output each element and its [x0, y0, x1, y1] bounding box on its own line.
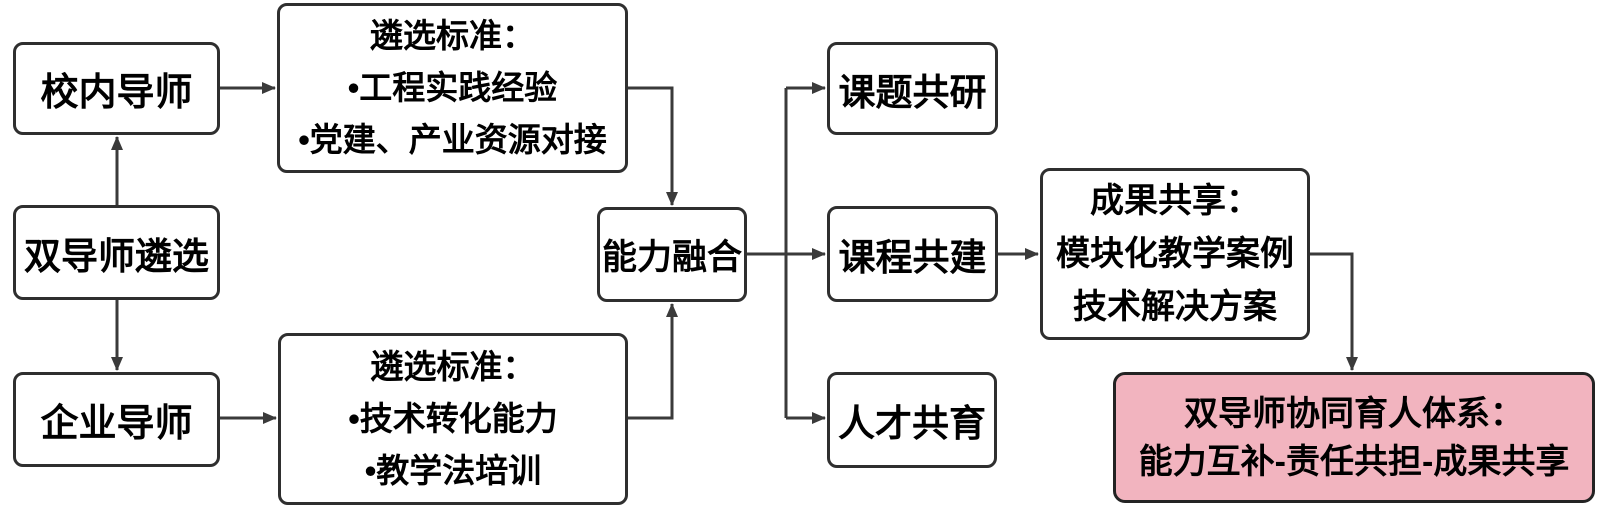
node-joint-talent-label: 人才共育	[838, 403, 986, 444]
connector-outcome-to-system	[1310, 252, 1358, 371]
node-capability-fusion: 能力融合	[597, 207, 747, 302]
connector-criteria-top-to-fusion	[628, 86, 678, 206]
connector-criteria-bottom-to-fusion	[628, 303, 678, 420]
outcome-sharing-item: 技术解决方案	[1073, 287, 1277, 326]
node-joint-talent: 人才共育	[827, 372, 997, 468]
outcome-sharing-title: 成果共享：	[1090, 181, 1260, 220]
system-outcome-line: 能力互补-责任共担-成果共享	[1138, 442, 1570, 481]
node-criteria-enterprise: 遴选标准： •技术转化能力 •教学法培训	[278, 333, 628, 505]
node-criteria-campus: 遴选标准： •工程实践经验 •党建、产业资源对接	[277, 3, 628, 173]
node-joint-research-label: 课题共研	[838, 71, 987, 113]
node-joint-research: 课题共研	[827, 42, 998, 135]
node-enterprise-mentor-label: 企业导师	[40, 403, 193, 445]
node-dual-mentor-selection: 双导师遴选	[13, 205, 220, 300]
criteria-campus-item: •党建、产业资源对接	[298, 121, 607, 158]
node-system-outcome: 双导师协同育人体系： 能力互补-责任共担-成果共享	[1113, 372, 1595, 503]
criteria-enterprise-item: •技术转化能力	[348, 400, 558, 437]
node-capability-fusion-label: 能力融合	[601, 238, 742, 277]
criteria-campus-item: •工程实践经验	[347, 69, 558, 106]
node-campus-mentor-label: 校内导师	[40, 72, 193, 114]
node-enterprise-mentor: 企业导师	[13, 372, 220, 467]
node-joint-course-label: 课程共建	[838, 237, 987, 278]
outcome-sharing-item: 模块化教学案例	[1056, 234, 1294, 273]
node-campus-mentor: 校内导师	[13, 42, 220, 135]
system-outcome-line: 双导师协同育人体系：	[1184, 394, 1524, 433]
node-outcome-sharing: 成果共享： 模块化教学案例 技术解决方案	[1040, 168, 1310, 340]
node-dual-mentor-selection-label: 双导师遴选	[24, 235, 209, 277]
node-joint-course: 课程共建	[827, 206, 998, 302]
criteria-enterprise-item: •教学法培训	[364, 452, 542, 489]
criteria-enterprise-title: 遴选标准：	[370, 348, 536, 385]
criteria-campus-title: 遴选标准：	[370, 17, 535, 54]
